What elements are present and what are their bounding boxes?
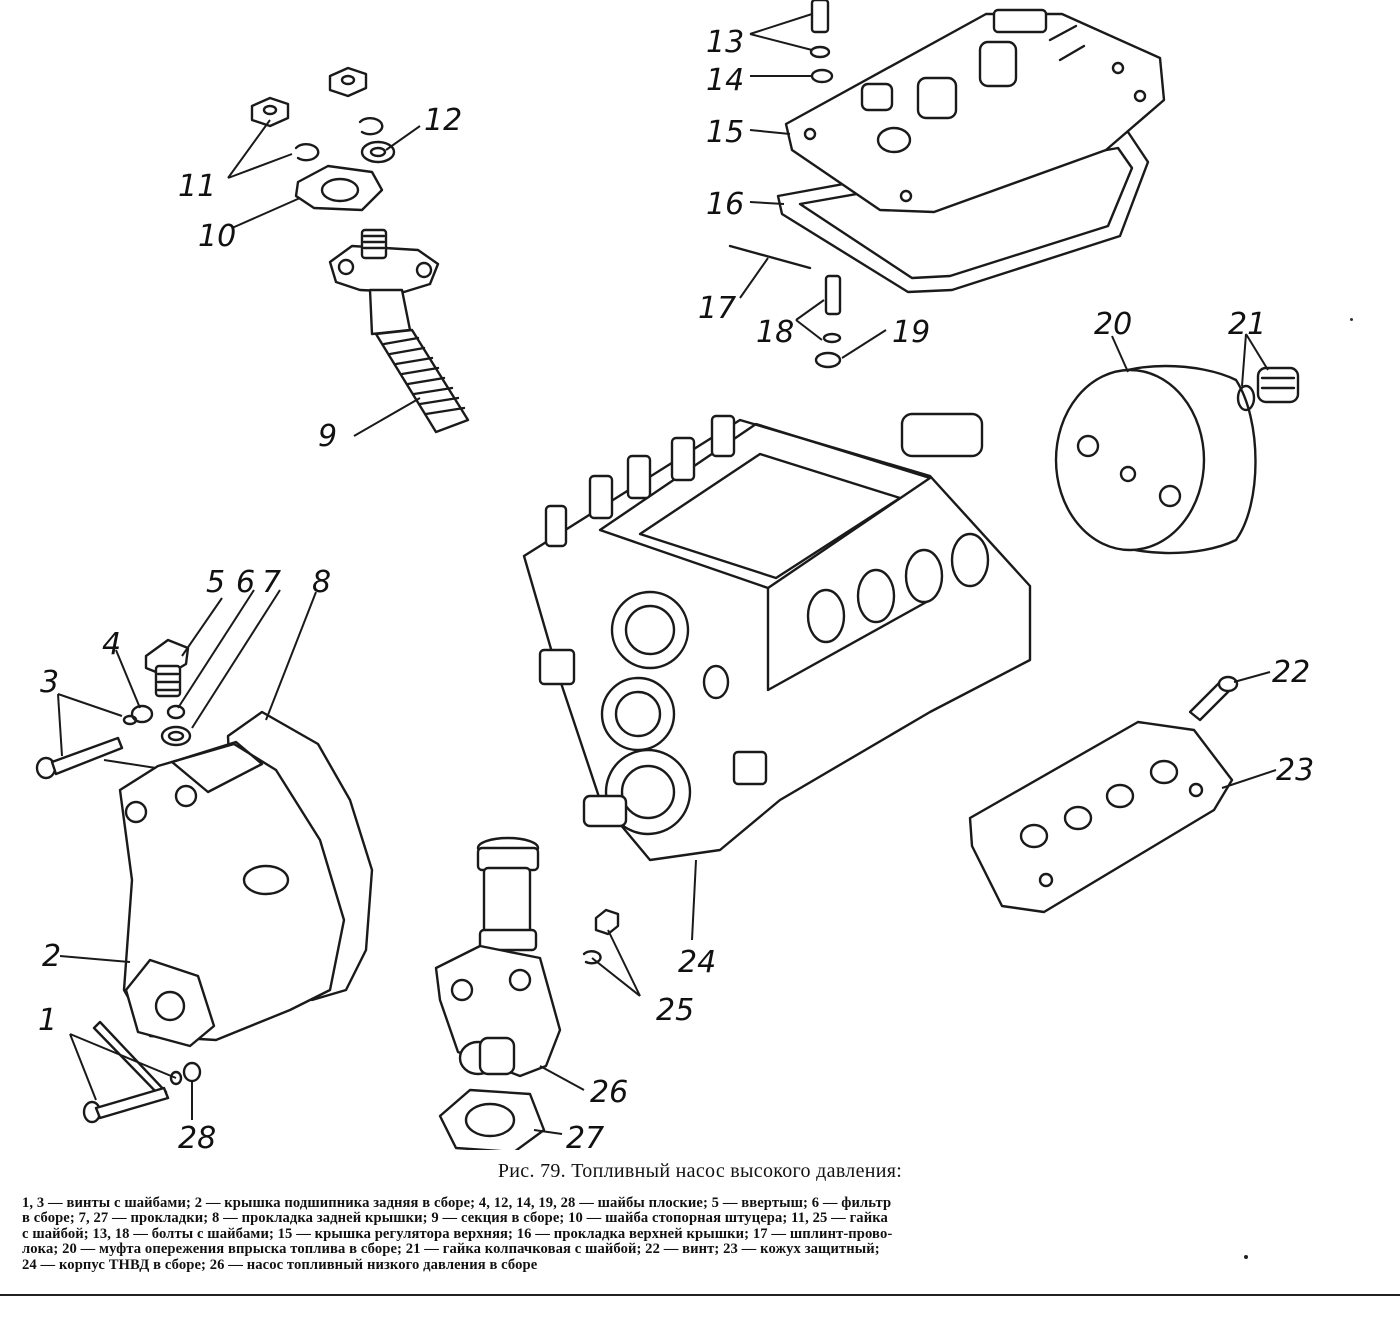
- exploded-view-diagram: 1 2 3 4 5 6 7 8 9 10 11 12 13 14 15 16 1…: [35, 0, 1314, 1150]
- legend-line: с шайбой; 13, 18 — болты с шайбами; 15 —…: [22, 1226, 893, 1242]
- legend-line: 24 — корпус ТНВД в сборе; 26 — насос топ…: [22, 1257, 538, 1273]
- part-9-pump-section: [328, 228, 470, 434]
- figure-title: Рис. 79. Топливный насос высокого давлен…: [497, 1160, 903, 1182]
- callout-14: 14: [706, 63, 744, 98]
- leader-lines: [57, 13, 1277, 1135]
- part-20-injection-advance-coupling: [1054, 364, 1257, 555]
- part-26-low-pressure-fuel-pump: [434, 836, 562, 1078]
- callout-24: 24: [678, 945, 716, 980]
- part-11-nuts: [250, 66, 384, 162]
- part-13-bolt-with-washer: [809, 0, 831, 59]
- part-27-gasket: [438, 1088, 546, 1150]
- callout-2: 2: [42, 939, 61, 974]
- part-16-top-cover-gasket: [776, 130, 1150, 294]
- callout-16: 16: [706, 187, 744, 222]
- page-divider: [0, 1294, 1400, 1296]
- callout-27: 27: [566, 1121, 604, 1150]
- part-12-flat-washer: [360, 140, 396, 164]
- print-speck: [1350, 318, 1353, 321]
- callout-5: 5: [206, 565, 225, 600]
- callout-17: 17: [698, 291, 736, 326]
- callout-4: 4: [102, 627, 121, 662]
- figure-legend: 1, 3 — винты с шайбами; 2 — крышка подши…: [22, 1196, 1322, 1273]
- part-22-screw: [1188, 675, 1239, 722]
- callout-6: 6: [236, 565, 255, 600]
- callout-3: 3: [40, 665, 59, 700]
- legend-line: лока; 20 — муфта опережения впрыска топл…: [22, 1242, 880, 1258]
- part-18-bolt-with-washer: [822, 274, 842, 344]
- part-5-plug-fitting: [144, 638, 190, 698]
- print-speck: [1244, 1255, 1248, 1259]
- housing-ports: [806, 532, 990, 644]
- part-19-flat-washer: [814, 351, 842, 369]
- callout-labels: 1 2 3 4 5 6 7 8 9 10 11 12 13 14 15 16 1…: [38, 25, 1314, 1150]
- callout-10: 10: [198, 219, 236, 254]
- callout-21: 21: [1228, 307, 1266, 342]
- callout-12: 12: [424, 103, 462, 138]
- part-3-screw-with-washer: [35, 736, 124, 780]
- callout-19: 19: [892, 315, 930, 350]
- callout-11: 11: [178, 169, 216, 204]
- part-4-flat-washer: [122, 704, 154, 726]
- callout-7: 7: [262, 565, 281, 600]
- legend-line: в сборе; 7, 27 — прокладки; 8 — прокладк…: [22, 1211, 888, 1227]
- part-15-regulator-top-cover: [784, 8, 1166, 214]
- callout-26: 26: [590, 1075, 628, 1110]
- legend-line: 1, 3 — винты с шайбами; 2 — крышка подши…: [22, 1196, 892, 1211]
- housing-plunger-studs: [544, 414, 736, 548]
- callout-1: 1: [38, 1003, 57, 1038]
- part-7-gasket: [160, 725, 192, 747]
- callout-15: 15: [706, 115, 744, 150]
- callout-25: 25: [656, 993, 694, 1028]
- callout-28: 28: [178, 1121, 216, 1150]
- part-25-nut-with-washer: [582, 908, 620, 965]
- callout-8: 8: [312, 565, 331, 600]
- part-21-cap-nut-with-washer: [1236, 366, 1300, 412]
- part-23-protective-cover: [968, 720, 1234, 914]
- callout-13: 13: [706, 25, 744, 60]
- part-17-cotter-wire: [728, 244, 812, 270]
- callout-18: 18: [756, 315, 794, 350]
- part-2-rear-bearing-cover: [118, 740, 346, 1048]
- part-28-flat-washer: [169, 1061, 202, 1086]
- callout-23: 23: [1276, 753, 1314, 788]
- callout-20: 20: [1094, 307, 1132, 342]
- callout-22: 22: [1272, 655, 1310, 690]
- part-14-flat-washer: [810, 68, 834, 84]
- part-24-pump-housing: [522, 412, 1032, 862]
- callout-9: 9: [318, 419, 337, 454]
- part-6-filter: [166, 704, 186, 720]
- part-10-lock-washer: [294, 164, 384, 212]
